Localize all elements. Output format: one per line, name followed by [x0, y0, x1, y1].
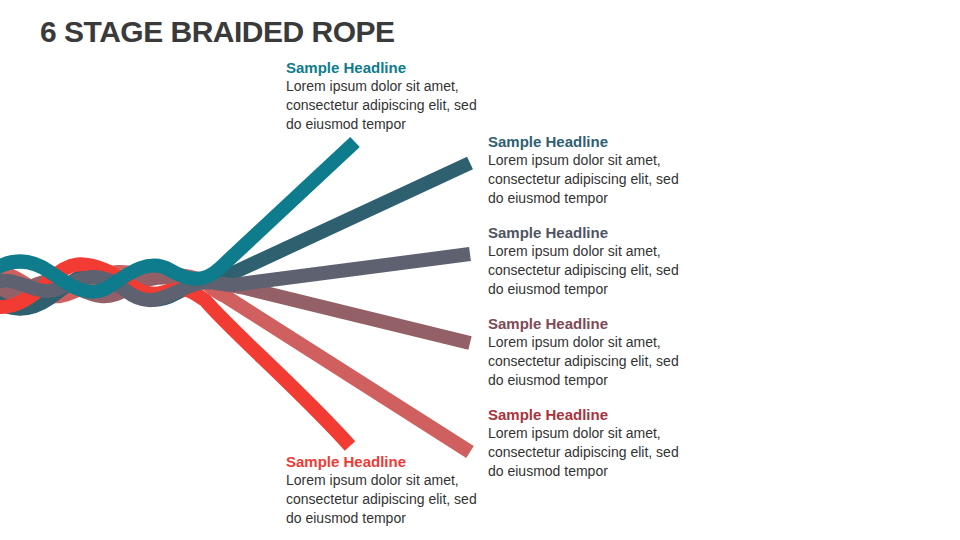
- stage-headline: Sample Headline: [488, 314, 693, 333]
- stage-headline: Sample Headline: [488, 223, 693, 242]
- stage-description: Lorem ipsum dolor sit amet, consectetur …: [488, 151, 693, 208]
- stage-headline: Sample Headline: [286, 58, 491, 77]
- stage-headline: Sample Headline: [488, 132, 693, 151]
- stage-headline: Sample Headline: [286, 452, 491, 471]
- stage-description: Lorem ipsum dolor sit amet, consectetur …: [286, 471, 491, 528]
- rope-strand: [0, 272, 470, 452]
- rope-strand: [0, 142, 355, 292]
- stage-headline: Sample Headline: [488, 405, 693, 424]
- stage-description: Lorem ipsum dolor sit amet, consectetur …: [488, 333, 693, 390]
- stage-text-block: Sample HeadlineLorem ipsum dolor sit ame…: [488, 314, 693, 390]
- slide-title: 6 STAGE BRAIDED ROPE: [40, 15, 395, 49]
- stage-text-block: Sample HeadlineLorem ipsum dolor sit ame…: [286, 58, 491, 134]
- stage-description: Lorem ipsum dolor sit amet, consectetur …: [488, 242, 693, 299]
- stage-description: Lorem ipsum dolor sit amet, consectetur …: [488, 424, 693, 481]
- stage-text-block: Sample HeadlineLorem ipsum dolor sit ame…: [488, 132, 693, 208]
- stage-text-block: Sample HeadlineLorem ipsum dolor sit ame…: [488, 223, 693, 299]
- stage-text-block: Sample HeadlineLorem ipsum dolor sit ame…: [488, 405, 693, 481]
- stage-text-block: Sample HeadlineLorem ipsum dolor sit ame…: [286, 452, 491, 528]
- stage-description: Lorem ipsum dolor sit amet, consectetur …: [286, 77, 491, 134]
